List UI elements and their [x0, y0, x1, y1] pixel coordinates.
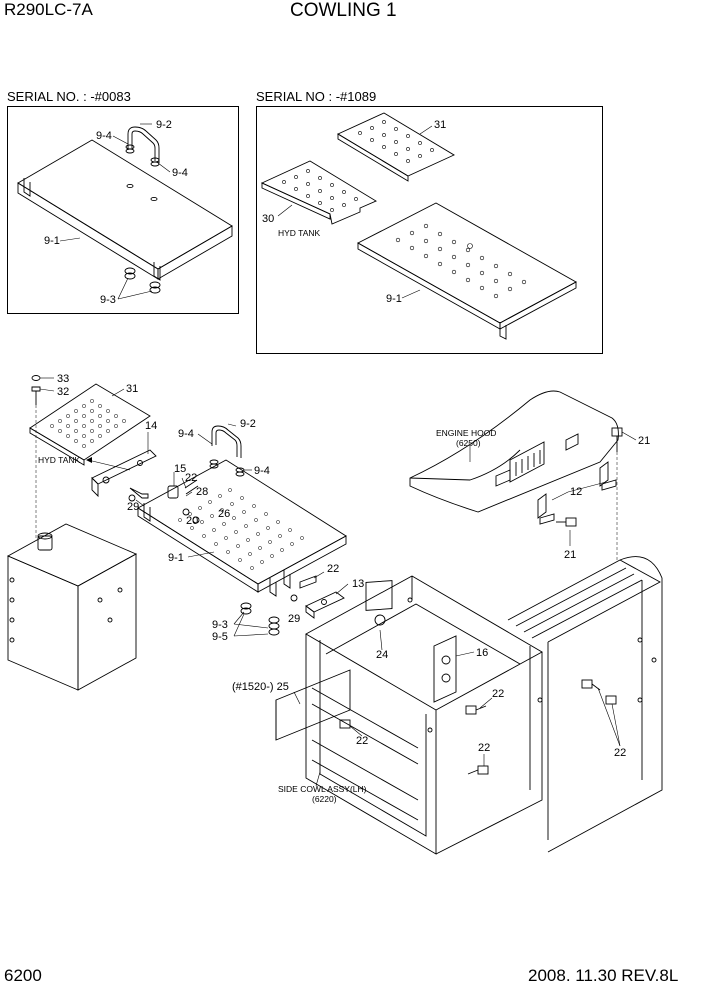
label-33: 33: [57, 373, 69, 385]
bolt-32-33: [31, 375, 41, 540]
right-cover-plate: [357, 202, 577, 340]
label-9-5-main: 9-5: [212, 631, 228, 643]
label-engine-hood: ENGINE HOOD: [436, 428, 496, 438]
label-9-4-left-a: 9-4: [96, 130, 112, 142]
right-plate-30: [260, 160, 377, 225]
bracket-14: [91, 449, 157, 498]
top-plate-31-holes: [50, 399, 126, 448]
right-plate-31: [337, 112, 455, 182]
left-cover-plate: [17, 139, 233, 281]
bracket-13: [305, 591, 345, 619]
label-9-4-main-b: 9-4: [254, 465, 270, 477]
label-hyd-tank-right: HYD TANK: [278, 228, 321, 238]
label-9-1-main: 9-1: [168, 552, 184, 564]
label-9-4-main-a: 9-4: [178, 428, 194, 440]
label-20: 20: [186, 515, 198, 527]
label-22-a: 22: [185, 472, 197, 484]
engine-hood: [409, 390, 619, 513]
label-26: 26: [218, 508, 230, 520]
label-12: 12: [570, 486, 582, 498]
bolts-22: [339, 679, 617, 775]
left-washers: [124, 144, 161, 294]
hyd-tank: [6, 523, 138, 691]
right-serial-panel: [256, 106, 603, 354]
label-29-a: 29: [127, 501, 139, 513]
label-9-2-left: 9-2: [156, 119, 172, 131]
main-leaders: [39, 377, 637, 787]
label-engine-hood-code: (6250): [456, 438, 481, 448]
hinge-12: [537, 461, 617, 525]
label-25: (#1520-) 25: [232, 681, 289, 693]
label-22-c: 22: [492, 688, 504, 700]
label-29-b: 29: [288, 613, 300, 625]
label-13: 13: [352, 578, 364, 590]
right-cover-holes: [395, 223, 527, 299]
label-22-e: 22: [478, 742, 490, 754]
label-28: 28: [196, 486, 208, 498]
left-leaders: [59, 123, 171, 300]
small-hardware: [128, 479, 317, 636]
right-leaders: [277, 125, 433, 299]
label-9-3-main: 9-3: [212, 619, 228, 631]
left-serial-caption: SERIAL NO. : -#0083: [7, 89, 131, 104]
label-9-3-left: 9-3: [100, 294, 116, 306]
label-side-cowl: SIDE COWL ASSY(LH): [278, 784, 367, 794]
label-9-2-main: 9-2: [240, 418, 256, 430]
main-cover-plate: [137, 459, 347, 597]
label-21-b: 21: [564, 549, 576, 561]
label-30-right: 30: [262, 213, 274, 225]
right-serial-caption: SERIAL NO : -#1089: [256, 89, 377, 104]
label-15: 15: [174, 463, 186, 475]
label-22-b: 22: [327, 563, 339, 575]
label-hyd-tank-main: HYD TANK: [38, 455, 81, 465]
model-number: R290LC-7A: [4, 0, 93, 19]
page-number: 6200: [4, 966, 42, 985]
label-9-1-right: 9-1: [386, 293, 402, 305]
label-9-1-left: 9-1: [44, 235, 60, 247]
label-side-cowl-code: (6220): [312, 794, 337, 804]
main-handle: [209, 425, 245, 477]
right-plate-30-holes: [282, 169, 358, 212]
label-31-main: 31: [126, 383, 138, 395]
label-32: 32: [57, 386, 69, 398]
label-24: 24: [376, 649, 388, 661]
label-16: 16: [476, 647, 488, 659]
main-frame: [275, 556, 663, 855]
label-21-a: 21: [638, 435, 650, 447]
main-cover-holes: [178, 488, 304, 570]
label-14: 14: [145, 420, 157, 432]
top-plate-31: [29, 383, 151, 466]
label-9-4-left-b: 9-4: [172, 167, 188, 179]
label-31-right: 31: [434, 119, 446, 131]
date-revision: 2008. 11.30 REV.8L: [528, 966, 679, 985]
page-title: COWLING 1: [290, 0, 397, 21]
label-22-f: 22: [614, 747, 626, 759]
left-serial-panel: [7, 106, 239, 314]
right-plate-31-holes: [358, 120, 434, 163]
label-22-d: 22: [356, 735, 368, 747]
left-handle: [127, 126, 160, 163]
